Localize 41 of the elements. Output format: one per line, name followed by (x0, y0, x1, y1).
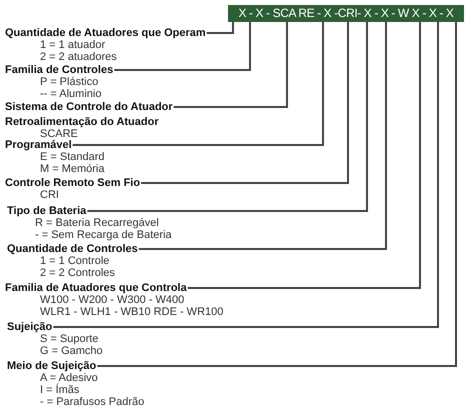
leader-line (72, 22, 324, 146)
option-text: - = Sem Recarga de Bateria (35, 229, 172, 242)
option-text: A = Adesivo (40, 372, 98, 384)
option-text: 1 = 1 Controle (40, 255, 110, 268)
option-text: 2 = 2 atuadores (40, 51, 117, 64)
leader-line (138, 22, 387, 250)
option-text: P = Plástico (40, 76, 98, 89)
leader-line (53, 22, 439, 328)
field-heading: Meio de Sujeição (7, 359, 96, 373)
field-heading: Sujeição (7, 320, 52, 334)
field-heading: Programável (5, 138, 72, 152)
option-text: M = Memória (40, 163, 104, 176)
option-text: E = Standard (40, 151, 105, 164)
option-text: WLR1 - WLH1 - WB10 RDE - WR100 (40, 306, 224, 319)
option-text: CRI (40, 189, 59, 202)
option-text: SCARE (40, 128, 78, 140)
option-text: R = Bateria Recarregável (35, 217, 159, 230)
option-text: S = Suporte (40, 333, 98, 346)
field-heading: Retroalimentação do Atuador (5, 115, 159, 129)
field-heading: Familia de Atuadores que Controla (5, 281, 187, 295)
field-heading: Sistema de Controle do Atuador (5, 100, 173, 114)
code-bar: X - X - SCA RE - X -CRI- X - X - W X - X - X (228, 5, 464, 22)
leader-line (141, 22, 349, 184)
option-text: 1 = 1 atuador (40, 39, 106, 52)
field-heading: Quantidade de Controles (7, 242, 138, 256)
option-text: I = Ímãs (40, 384, 80, 397)
field-heading: Familia de Controles (5, 63, 114, 77)
option-text: -- = Aluminio (40, 88, 102, 101)
leader-line (206, 22, 234, 34)
leader-line (97, 22, 457, 367)
field-heading: Controle Remoto Sem Fio (5, 176, 140, 190)
leader-line (174, 22, 288, 108)
field-heading: Tipo de Bateria (7, 204, 86, 218)
leader-line (114, 22, 251, 71)
option-text: 2 = 2 Controles (40, 267, 115, 280)
field-heading: Quantidade de Atuadores que Operam (5, 26, 206, 40)
leader-line (87, 22, 368, 212)
option-text: - = Parafusos Padrão (40, 396, 144, 409)
option-text: W100 - W200 - W300 - W400 (40, 294, 184, 307)
option-text: G = Gamcho (40, 345, 103, 358)
leader-line (188, 22, 421, 289)
